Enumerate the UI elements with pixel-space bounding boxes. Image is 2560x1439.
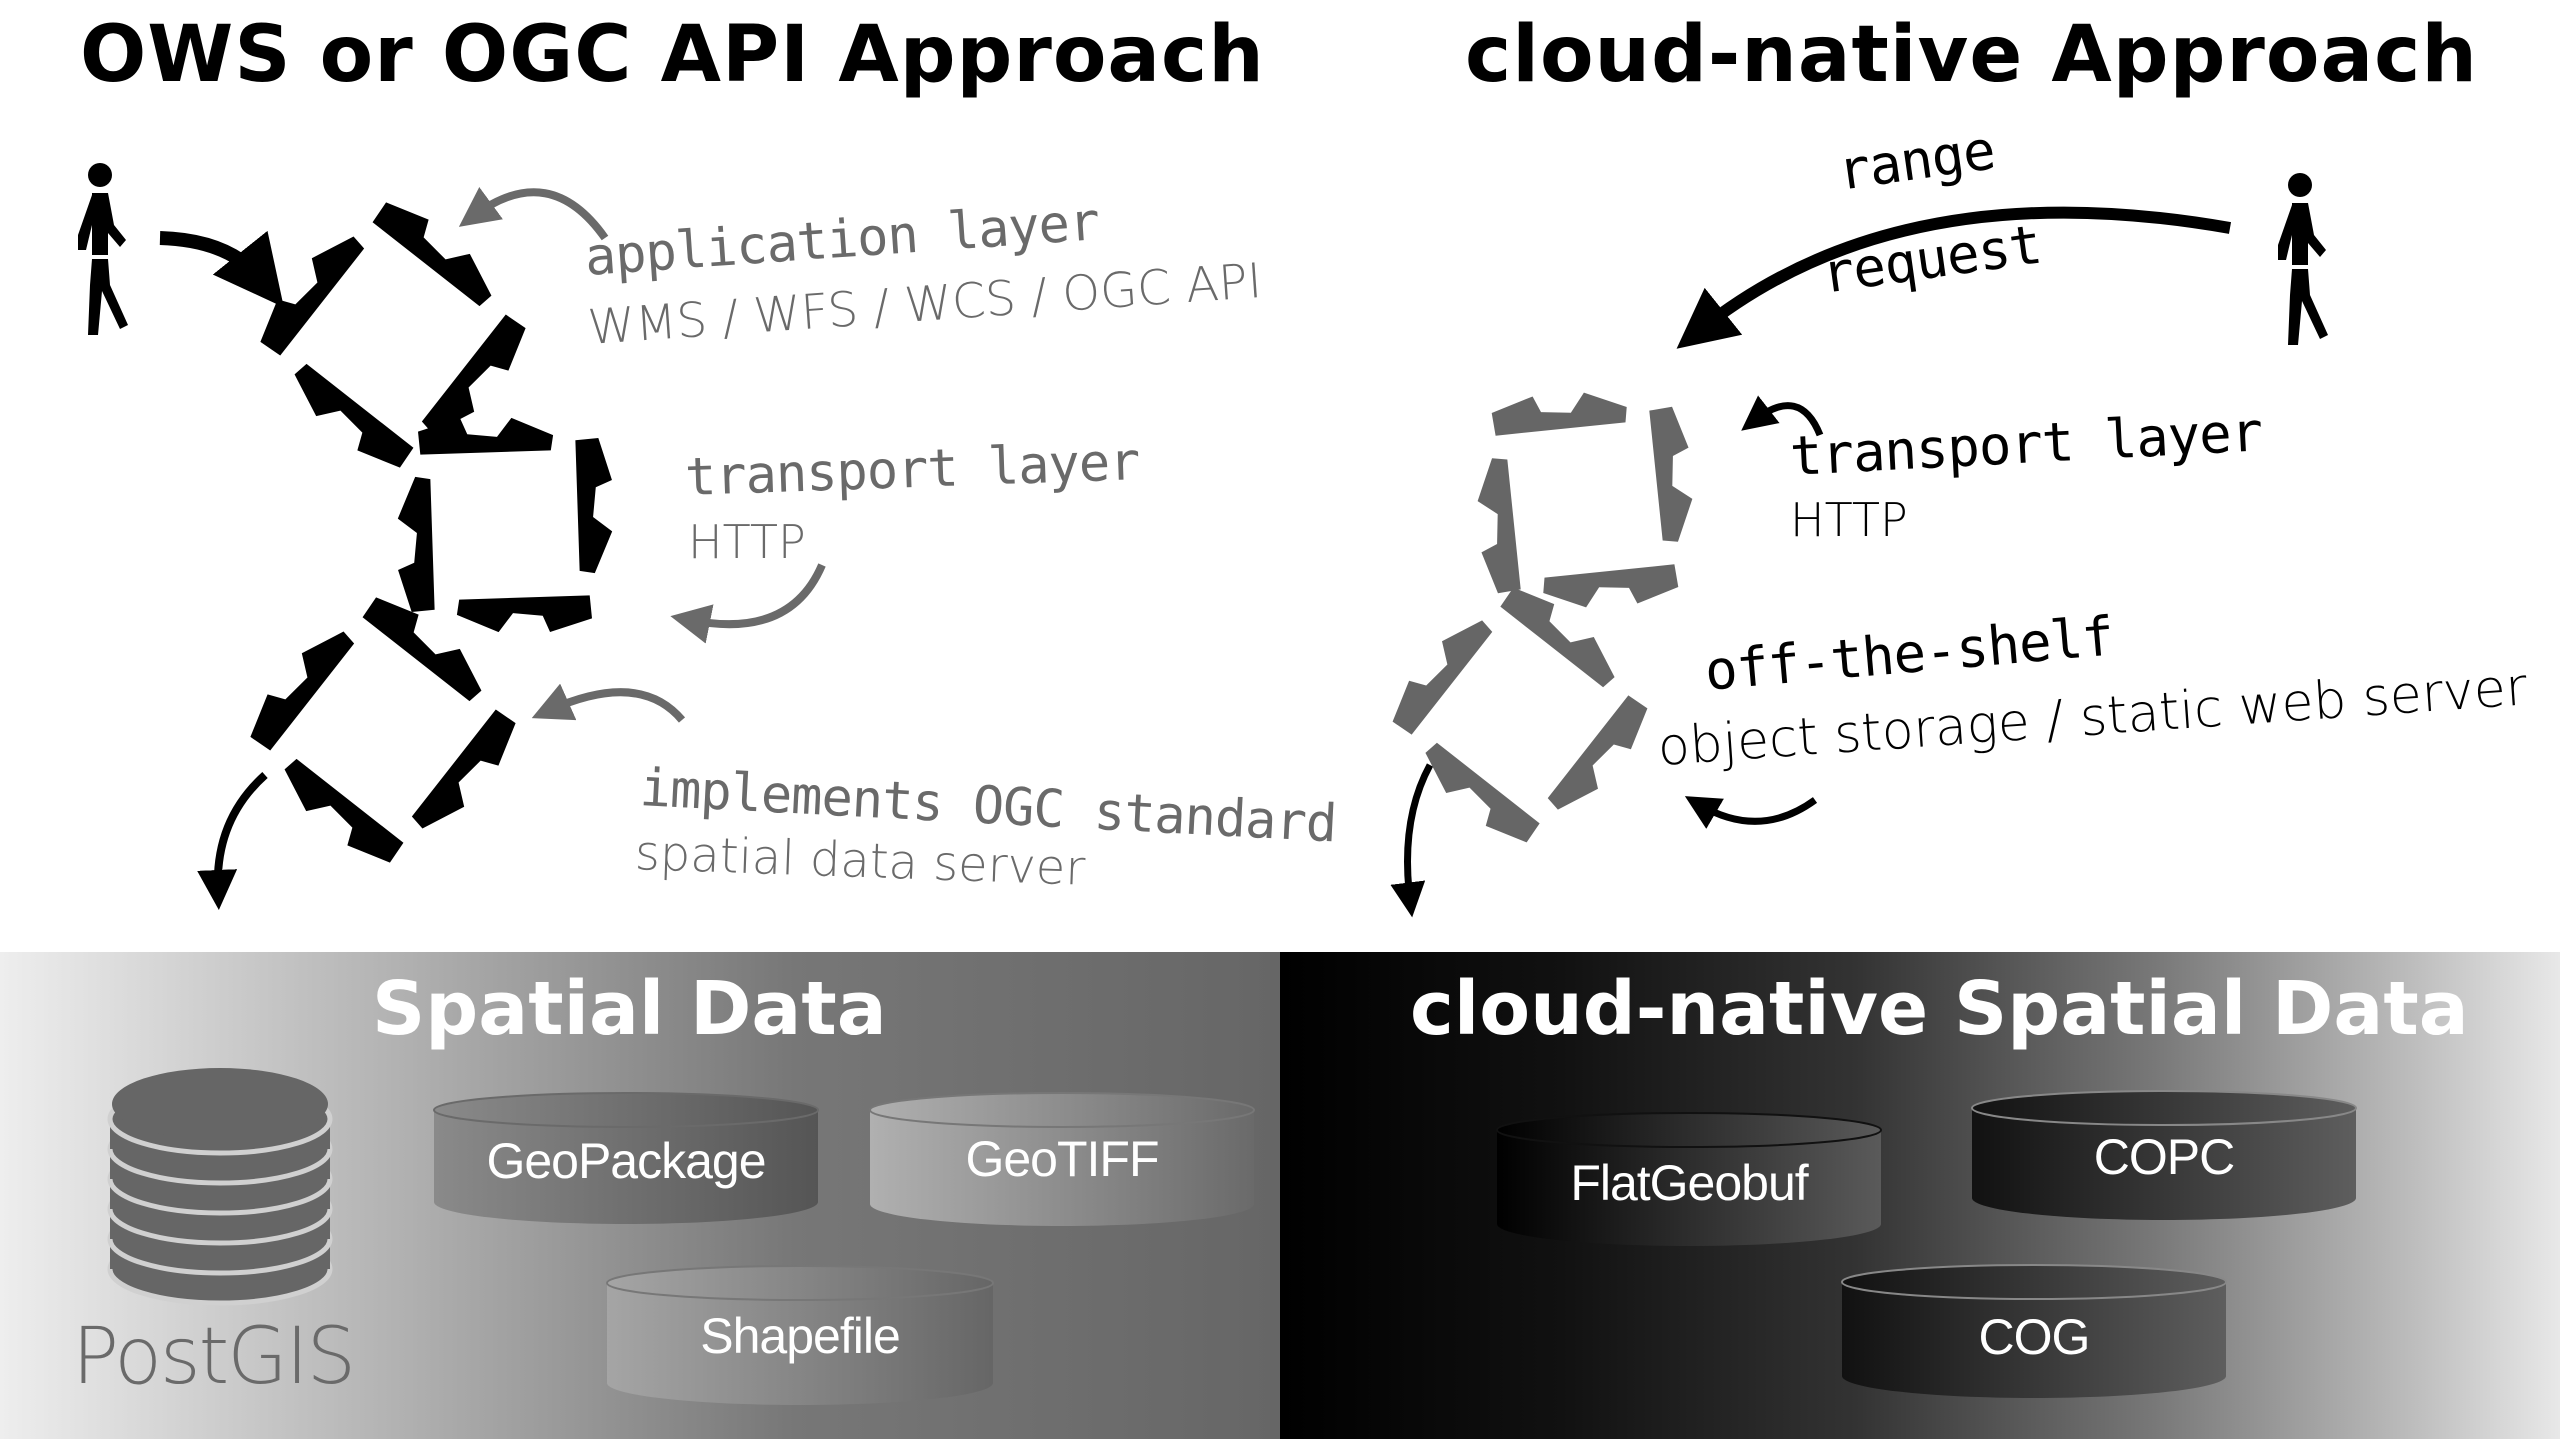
layer-detail: HTTP bbox=[688, 515, 806, 569]
right-gears bbox=[1369, 349, 1736, 866]
gear-icon bbox=[1369, 564, 1671, 866]
cylinder-label: Shapefile bbox=[700, 1308, 901, 1364]
left-title: OWS or OGC API Approach bbox=[80, 10, 1265, 100]
diagram-arrows bbox=[159, 187, 2232, 918]
database-stack-icon bbox=[107, 1068, 333, 1306]
cylinder-label: GeoTIFF bbox=[965, 1131, 1159, 1187]
cylinder-icon bbox=[1841, 1264, 2227, 1398]
cylinder-icon bbox=[606, 1265, 994, 1405]
cylinder-icon bbox=[869, 1092, 1255, 1226]
cylinder-icon bbox=[1971, 1090, 2357, 1220]
cylinder-label: GeoPackage bbox=[486, 1133, 766, 1189]
curved-arrow-icon bbox=[1676, 206, 2232, 349]
curved-arrow-icon bbox=[197, 772, 268, 910]
curved-arrow-icon bbox=[458, 187, 609, 241]
curved-arrow-icon bbox=[1741, 395, 1824, 437]
cylinder-label: COG bbox=[1978, 1309, 2091, 1365]
curved-arrow-icon bbox=[1684, 796, 1818, 829]
cylinder-icon bbox=[1496, 1112, 1882, 1246]
cylinder-cog: COG bbox=[1840, 1264, 2228, 1399]
section-title: Spatial Data bbox=[372, 966, 887, 1052]
curved-arrow-icon bbox=[159, 230, 284, 308]
cylinder-geotiff: GeoTIFF bbox=[868, 1092, 1256, 1227]
spatial-data-panel: Spatial Data PostGIS GeoPackage bbox=[0, 952, 1280, 1439]
curved-arrow-icon bbox=[670, 563, 826, 644]
right-title: cloud-native Approach bbox=[1465, 10, 2478, 100]
cylinder-geopackage: GeoPackage bbox=[432, 1092, 820, 1227]
cloud-native-spatial-data-panel: cloud-native Spatial Data FlatGeobuf COP… bbox=[1280, 952, 2560, 1439]
section-title: cloud-native Spatial Data bbox=[1410, 966, 2469, 1052]
cylinder-copc: COPC bbox=[1970, 1090, 2358, 1225]
cylinder-label: COPC bbox=[2093, 1129, 2235, 1185]
cylinder-label: FlatGeobuf bbox=[1570, 1155, 1808, 1211]
layer-detail: HTTP bbox=[1790, 493, 1908, 547]
cylinder-flatgeobuf: FlatGeobuf bbox=[1495, 1112, 1883, 1247]
postgis-label: PostGIS bbox=[72, 1312, 356, 1402]
curved-arrow-icon bbox=[1390, 763, 1434, 918]
gear-icon bbox=[1434, 349, 1736, 651]
curved-arrow-icon bbox=[531, 683, 686, 723]
cylinder-icon bbox=[433, 1092, 819, 1224]
cylinder-shapefile: Shapefile bbox=[605, 1265, 995, 1405]
